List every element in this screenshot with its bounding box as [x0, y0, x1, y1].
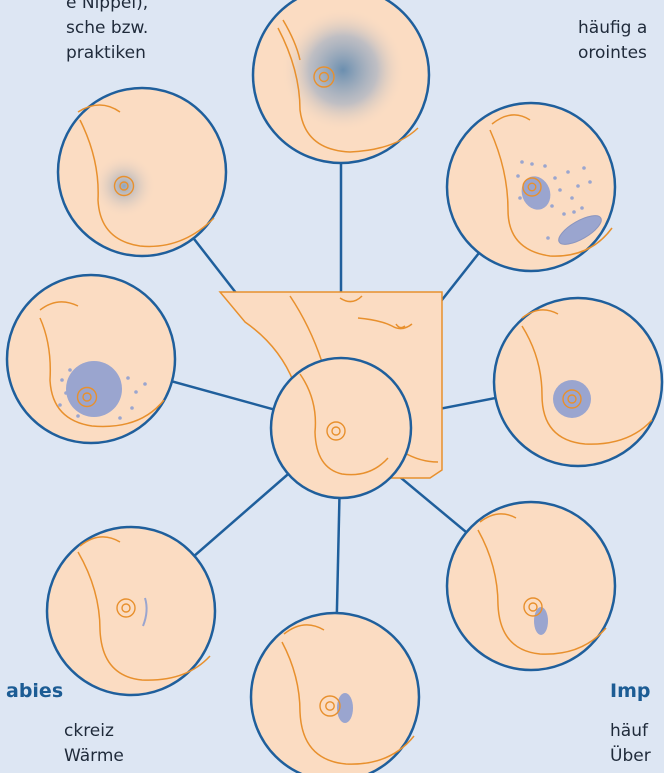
diffuse-redness-breast-icon — [253, 0, 429, 163]
scattered-papules-breast-icon — [447, 103, 615, 271]
areola-rash-breast-icon — [494, 298, 662, 466]
small-redness-breast-icon — [58, 88, 226, 256]
lower-nipple-spot-breast-icon — [447, 502, 615, 670]
areola-papules-breast-icon — [7, 275, 175, 443]
nipple-fissure-breast-icon — [47, 527, 215, 695]
center-breast-circle — [271, 358, 411, 498]
side-nipple-spot-breast-icon — [251, 613, 419, 773]
